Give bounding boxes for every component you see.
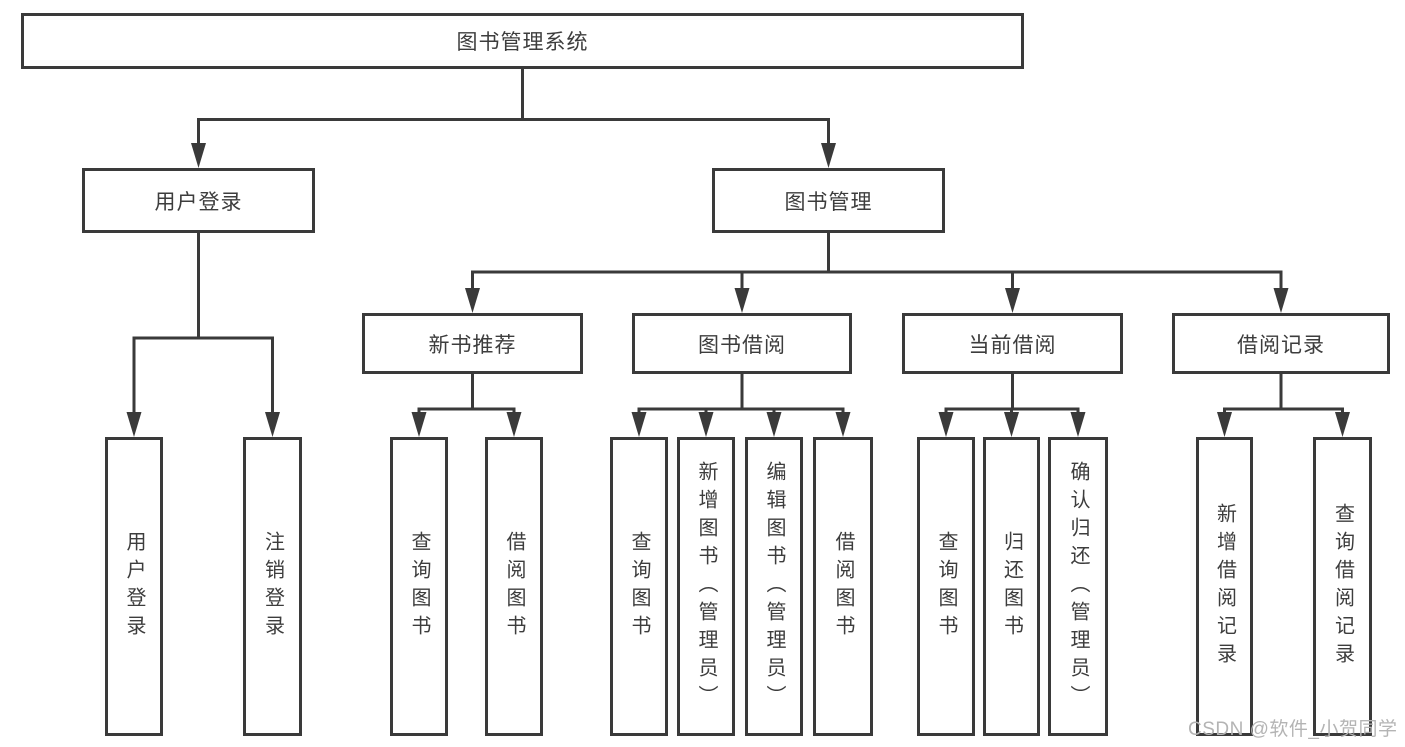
leaf-query-books-recommend-label: 查询图书 (408, 530, 430, 643)
leaf-user-login: 用户登录 (105, 437, 163, 736)
arrow-down-icon (734, 288, 750, 313)
leaf-query-books-recommend: 查询图书 (390, 437, 448, 736)
arrow-down-icon (191, 143, 206, 168)
arrow-down-icon (1273, 288, 1289, 313)
arrow-down-icon (126, 412, 142, 437)
node-user-login: 用户登录 (82, 168, 315, 233)
node-root-label: 图书管理系统 (456, 31, 589, 54)
leaf-confirm-return-admin: 确认归还（管理员） (1048, 437, 1108, 736)
leaf-edit-books-admin: 编辑图书（管理员） (745, 437, 803, 736)
node-book-borrowing-label: 图书借阅 (698, 333, 786, 357)
arrow-down-icon (698, 412, 714, 437)
arrow-down-icon (1004, 412, 1019, 437)
arrow-down-icon (631, 412, 647, 437)
arrow-down-icon (506, 412, 522, 437)
leaf-borrow-books: 借阅图书 (813, 437, 873, 736)
leaf-edit-books-admin-label: 编辑图书（管理员） (763, 460, 785, 713)
leaf-confirm-return-admin-label: 确认归还（管理员） (1067, 460, 1089, 713)
leaf-return-books: 归还图书 (983, 437, 1040, 736)
arrow-down-icon (411, 412, 427, 437)
leaf-add-borrow-record: 新增借阅记录 (1196, 437, 1253, 736)
leaf-return-books-label: 归还图书 (1000, 530, 1023, 643)
node-current-borrowing: 当前借阅 (902, 313, 1123, 374)
arrow-down-icon (766, 412, 782, 437)
leaf-user-login-label: 用户登录 (123, 530, 145, 643)
arrow-down-icon (938, 412, 954, 437)
node-borrowing-records: 借阅记录 (1172, 313, 1390, 374)
leaf-logout: 注销登录 (243, 437, 302, 736)
leaf-query-books-current: 查询图书 (917, 437, 975, 736)
node-book-borrowing: 图书借阅 (632, 313, 852, 374)
leaf-add-books-admin: 新增图书（管理员） (677, 437, 735, 736)
node-new-book-recommend-label: 新书推荐 (428, 333, 517, 357)
arrow-down-icon (1335, 412, 1350, 437)
node-borrowing-records-label: 借阅记录 (1237, 333, 1325, 357)
leaf-borrow-books-label: 借阅图书 (832, 530, 854, 643)
arrow-down-icon (1217, 412, 1232, 437)
leaf-add-borrow-record-label: 新增借阅记录 (1213, 502, 1236, 671)
leaf-borrow-books-recommend: 借阅图书 (485, 437, 543, 736)
arrow-down-icon (821, 143, 836, 168)
arrow-down-icon (835, 412, 851, 437)
leaf-query-books-borrowing: 查询图书 (610, 437, 668, 736)
arrow-down-icon (465, 288, 480, 313)
arrow-down-icon (1005, 288, 1020, 313)
node-new-book-recommend: 新书推荐 (362, 313, 583, 374)
node-book-management: 图书管理 (712, 168, 945, 233)
leaf-query-books-borrowing-label: 查询图书 (628, 530, 650, 643)
node-book-management-label: 图书管理 (784, 190, 873, 214)
leaf-logout-label: 注销登录 (261, 530, 284, 643)
node-user-login-label: 用户登录 (154, 190, 243, 214)
arrow-down-icon (265, 412, 280, 437)
leaf-query-books-current-label: 查询图书 (935, 530, 957, 643)
leaf-query-borrow-record-label: 查询借阅记录 (1331, 502, 1354, 671)
leaf-add-books-admin-label: 新增图书（管理员） (695, 460, 717, 713)
arrow-down-icon (1070, 412, 1086, 437)
leaf-query-borrow-record: 查询借阅记录 (1313, 437, 1372, 736)
node-current-borrowing-label: 当前借阅 (968, 333, 1057, 357)
connector-path (132, 69, 1344, 414)
leaf-borrow-books-recommend-label: 借阅图书 (503, 530, 525, 643)
node-root: 图书管理系统 (21, 13, 1024, 69)
arrowheads (126, 143, 1350, 437)
watermark: CSDN @软件_小贺同学 (1188, 719, 1398, 740)
